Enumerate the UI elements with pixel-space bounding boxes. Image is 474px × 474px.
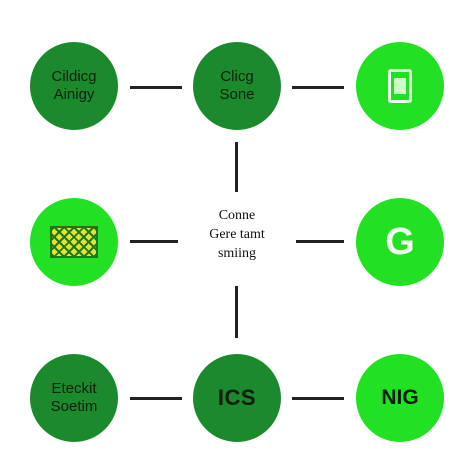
- node-top-mid: Clicg Sone: [193, 42, 281, 130]
- node-label: NIG: [381, 386, 419, 409]
- node-label-line2: Soetim: [50, 398, 98, 415]
- node-bottom-left: Eteckit Soetim: [30, 354, 118, 442]
- node-mid-right: G: [356, 198, 444, 286]
- node-label-line2: Ainigy: [53, 86, 95, 103]
- connector-line-vertical-top: [235, 142, 238, 192]
- connector-line-mid-right: [296, 240, 344, 243]
- connector-line-top-right: [292, 86, 344, 89]
- tablet-icon: [388, 69, 412, 103]
- connector-line-bottom-right: [292, 397, 344, 400]
- node-top-right: [356, 42, 444, 130]
- connector-line-top-left: [130, 86, 182, 89]
- node-bottom-mid: ICS: [193, 354, 281, 442]
- connector-line-bottom-left: [130, 397, 182, 400]
- connector-line-vertical-bottom: [235, 286, 238, 338]
- center-label-line1: Conne: [218, 208, 256, 223]
- grid-pattern-icon: [50, 226, 98, 258]
- node-label-line1: Clicg: [220, 68, 254, 85]
- node-label: ICS: [217, 385, 257, 410]
- connector-line-mid-left: [130, 240, 178, 243]
- g-logo-icon: G: [385, 221, 415, 263]
- node-label-line1: Cildicg: [51, 68, 97, 85]
- node-label-line2: Sone: [219, 86, 255, 103]
- center-label: Conne Gere tamt smiing: [188, 206, 286, 263]
- node-top-left: Cildicg Ainigy: [30, 42, 118, 130]
- center-label-line3: smiing: [217, 246, 257, 261]
- node-label-line1: Eteckit: [51, 380, 97, 397]
- node-mid-left: [30, 198, 118, 286]
- center-label-line2: Gere tamt: [209, 227, 265, 242]
- node-bottom-right: NIG: [356, 354, 444, 442]
